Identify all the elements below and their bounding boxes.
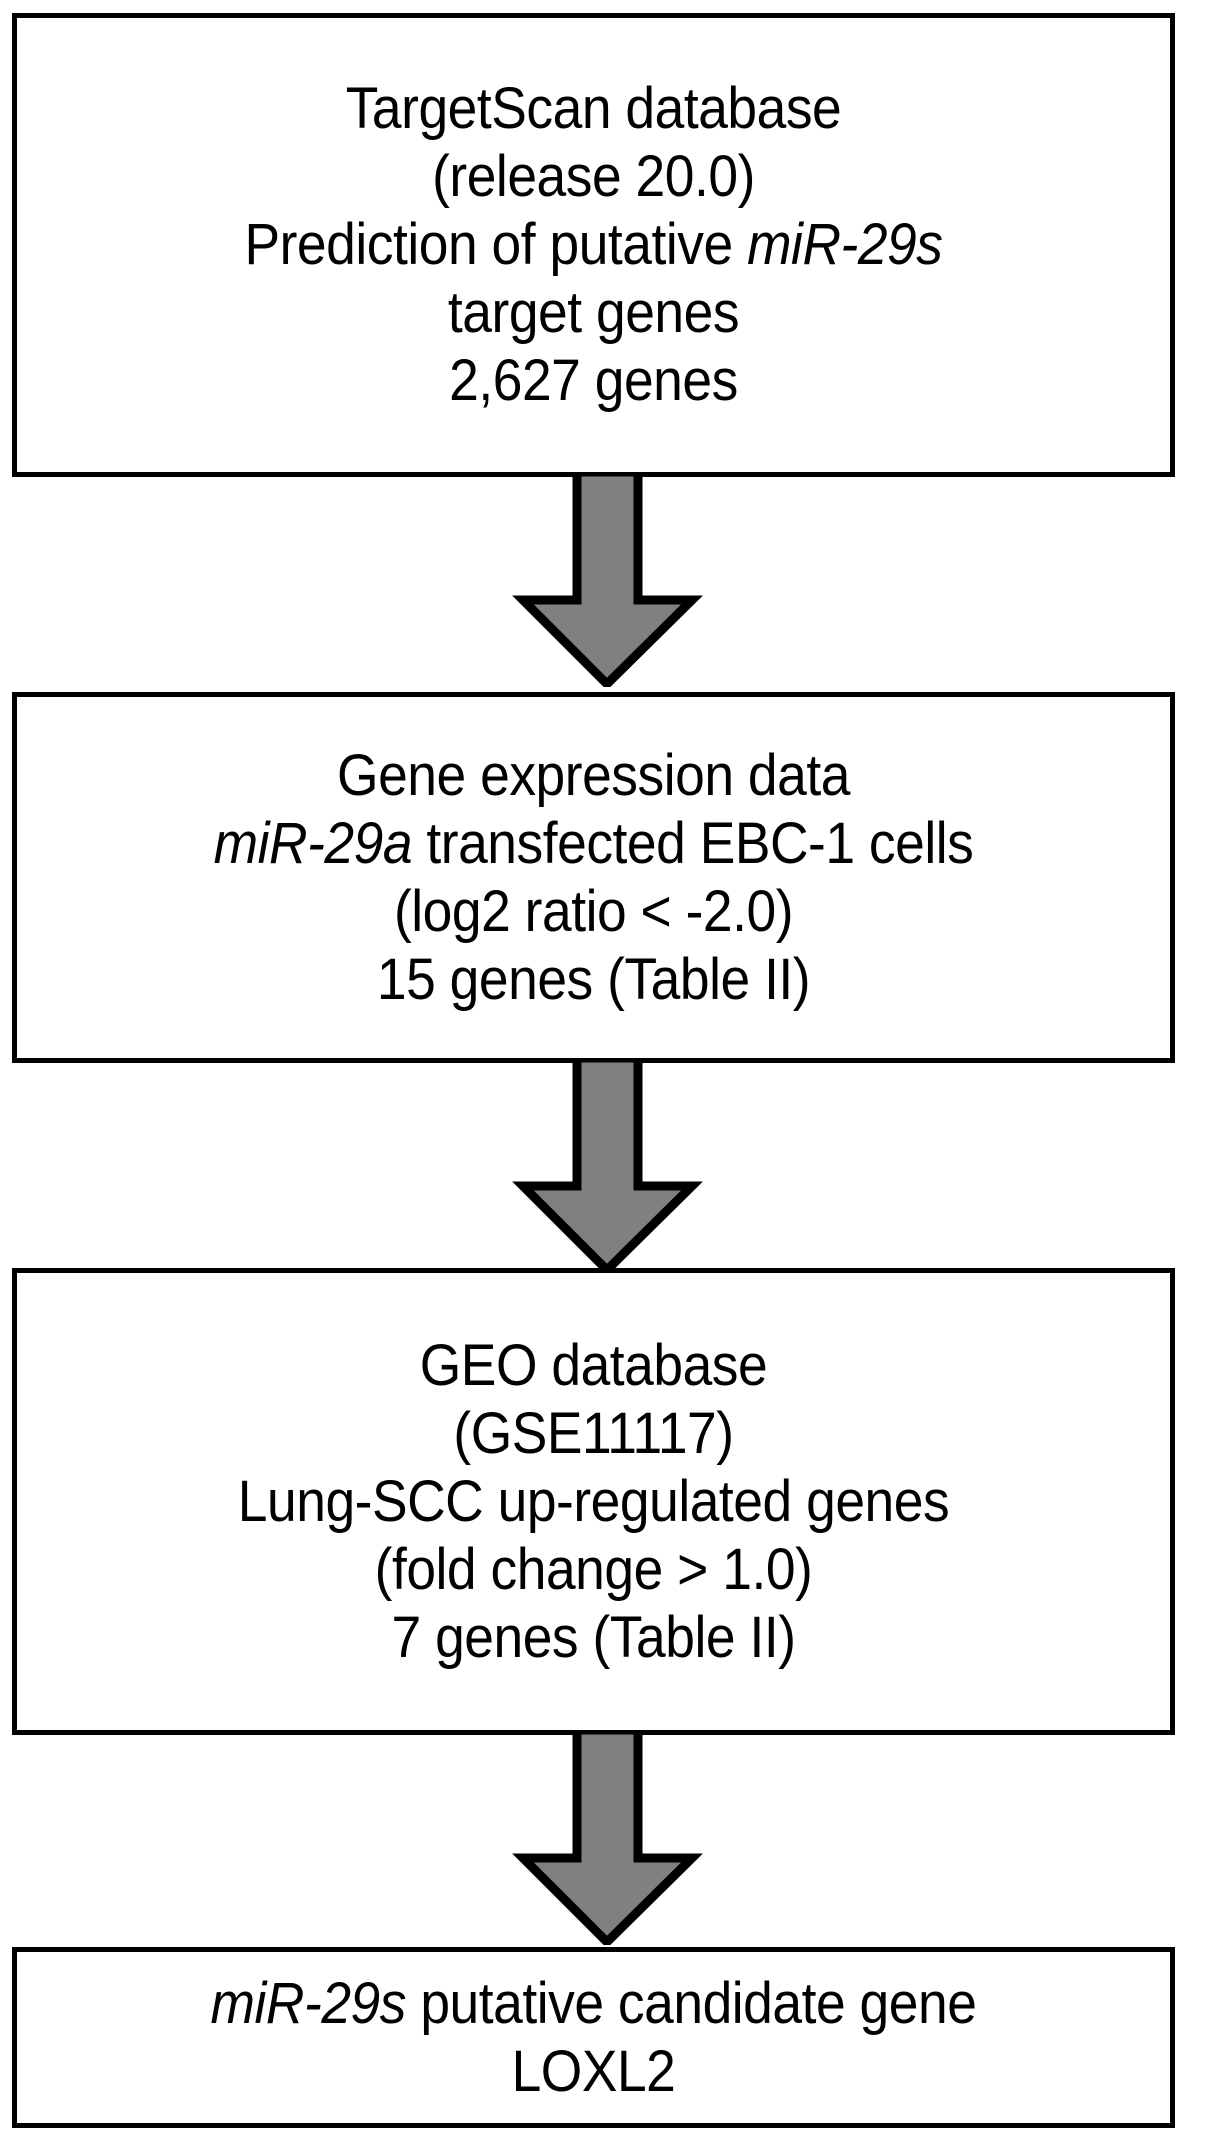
arrow-down-icon: [512, 472, 703, 687]
gene-name-emphasis: miR-29s: [210, 1970, 407, 2036]
node-line: (fold change > 1.0): [374, 1536, 813, 1602]
gene-name-emphasis: miR-29s: [747, 212, 943, 277]
node-line-gene-loxl2: LOXL2: [511, 2038, 676, 2104]
node-line: (GSE11117): [453, 1400, 734, 1466]
node-line: Lung-SCC up-regulated genes: [237, 1468, 950, 1534]
arrow-down-icon: [512, 1058, 703, 1273]
node-line: (release 20.0): [432, 144, 755, 209]
node-line-text: putative candidate gene: [405, 1970, 977, 2036]
node-line: miR-29a transfected EBC-1 cells: [63, 810, 1124, 878]
node-line-text: Prediction of putative: [244, 212, 748, 277]
node-line: 15 genes (Table II): [376, 946, 811, 1012]
flow-node-geo-database: GEO database (GSE11117) Lung-SCC up-regu…: [12, 1268, 1175, 1735]
node-line: 2,627 genes: [449, 348, 738, 413]
node-line: GEO database: [419, 1332, 768, 1398]
node-line: TargetScan database: [345, 76, 842, 141]
flow-node-candidate-gene: miR-29s putative candidate gene LOXL2: [12, 1947, 1175, 2128]
arrow-down-icon: [512, 1730, 703, 1945]
node-line: Prediction of putative miR-29s: [63, 211, 1124, 279]
node-line: miR-29s putative candidate gene: [63, 1970, 1124, 2038]
node-line: 7 genes (Table II): [391, 1604, 796, 1670]
node-line: Gene expression data: [337, 742, 850, 808]
flow-arrow-down-3: [0, 1730, 1205, 1945]
flow-node-targetscan-database: TargetScan database (release 20.0) Predi…: [12, 13, 1175, 477]
node-line: (log2 ratio < -2.0): [393, 878, 794, 944]
flow-arrow-down-1: [0, 472, 1205, 687]
node-line-text: transfected EBC-1 cells: [412, 810, 974, 876]
gene-name-emphasis: miR-29a: [213, 810, 413, 876]
flow-node-gene-expression-data: Gene expression data miR-29a transfected…: [12, 692, 1175, 1063]
node-line: target genes: [447, 280, 740, 345]
flow-arrow-down-2: [0, 1058, 1205, 1273]
